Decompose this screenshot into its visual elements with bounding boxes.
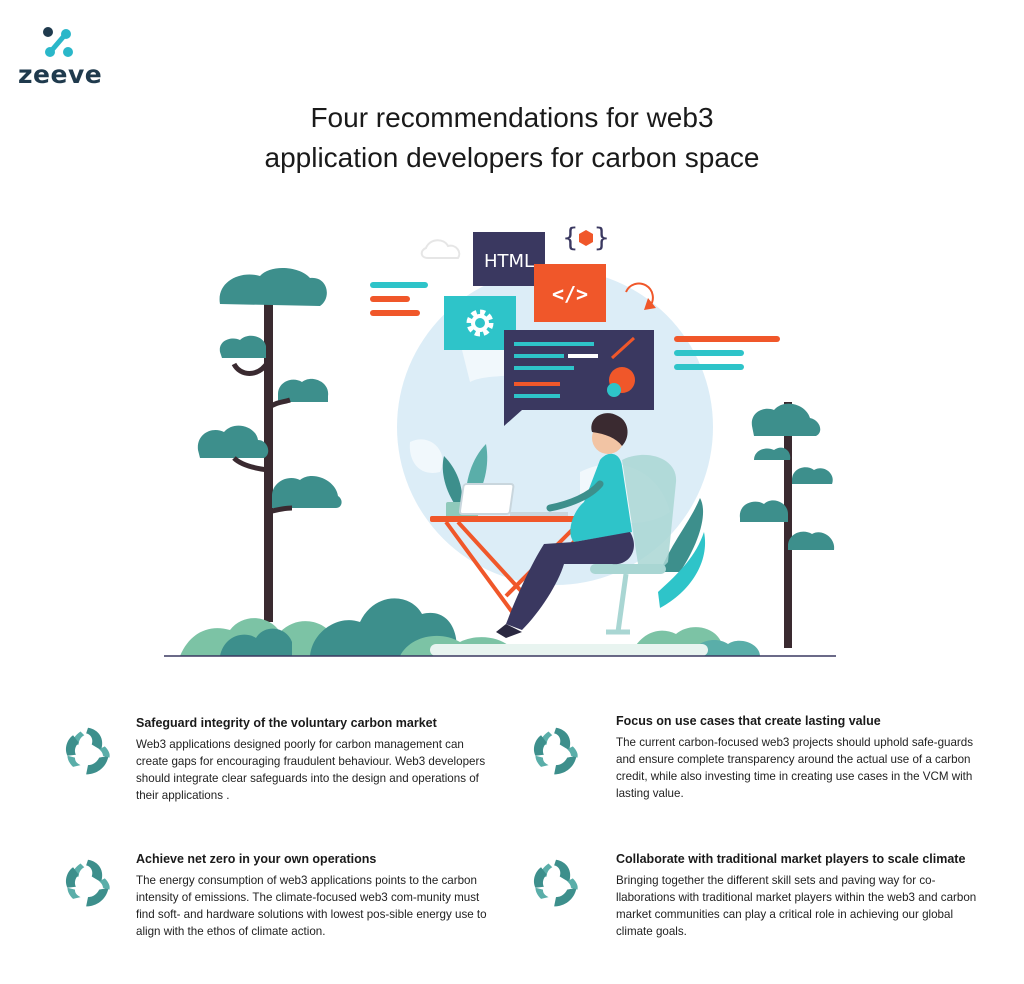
zeeve-logo[interactable]: zeeve (18, 24, 108, 89)
recommendation-heading: Achieve net zero in your own operations (136, 852, 377, 866)
tree-left (197, 267, 342, 622)
title-line-1: Four recommendations for web3 (310, 102, 714, 133)
recommendation-body: The current carbon-focused web3 projects… (616, 736, 974, 800)
tree-right (739, 402, 835, 648)
recommendation-heading: Focus on use cases that create lasting v… (616, 714, 881, 728)
zeeve-logo-icon (43, 27, 73, 57)
html-card (473, 232, 545, 286)
code-label: </> (552, 282, 588, 306)
logo-text: zeeve (18, 60, 103, 89)
recycle-icon (528, 724, 584, 780)
recycle-icon (60, 856, 116, 912)
recommendation-4: Collaborate with traditional market play… (528, 848, 998, 948)
recommendation-1: Safeguard integrity of the voluntary car… (60, 712, 490, 812)
recommendation-heading: Safeguard integrity of the voluntary car… (136, 716, 437, 730)
hero-illustration: HTML </> { } (164, 223, 836, 657)
html-label: HTML (484, 251, 534, 272)
recommendation-heading: Collaborate with traditional market play… (616, 852, 966, 866)
gear-icon (466, 309, 494, 337)
recycle-icon (528, 856, 584, 912)
recommendation-2: Focus on use cases that create lasting v… (528, 712, 988, 812)
recommendation-body: Bringing together the different skill se… (616, 874, 977, 938)
recommendation-body: Web3 applications designed poorly for ca… (136, 738, 486, 802)
page-title: Four recommendations for web3 applicatio… (112, 98, 912, 178)
recycle-icon (60, 724, 116, 780)
recommendation-body: The energy consumption of web3 applicati… (136, 874, 487, 938)
person (570, 453, 632, 542)
title-line-2: application developers for carbon space (264, 142, 760, 173)
code-card (534, 264, 606, 322)
recommendation-3: Achieve net zero in your own operations … (60, 848, 500, 948)
